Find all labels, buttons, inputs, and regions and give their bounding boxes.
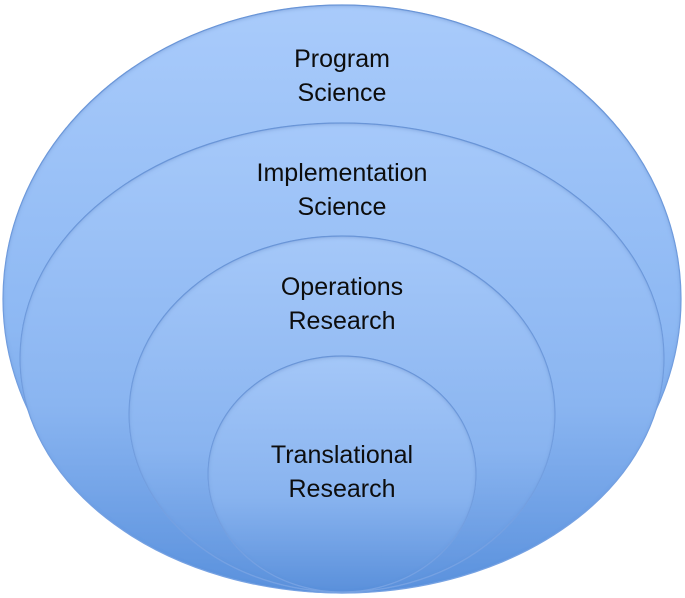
inner-ellipse-translational-research <box>207 355 477 593</box>
label-implementation-line2: Science <box>297 193 387 221</box>
label-operations-line1: Operations <box>280 273 404 301</box>
label-translational-line2: Research <box>288 475 396 503</box>
label-translational-line1: Translational <box>270 441 414 469</box>
label-operations-research: Operations Research <box>192 270 492 338</box>
label-implementation-line1: Implementation <box>256 159 428 187</box>
label-program-line1: Program <box>294 45 390 73</box>
label-program-line2: Science <box>297 79 387 107</box>
label-translational-research: Translational Research <box>192 438 492 506</box>
label-program-science: Program Science <box>192 42 492 110</box>
label-operations-line2: Research <box>288 307 396 335</box>
label-implementation-science: Implementation Science <box>192 156 492 224</box>
